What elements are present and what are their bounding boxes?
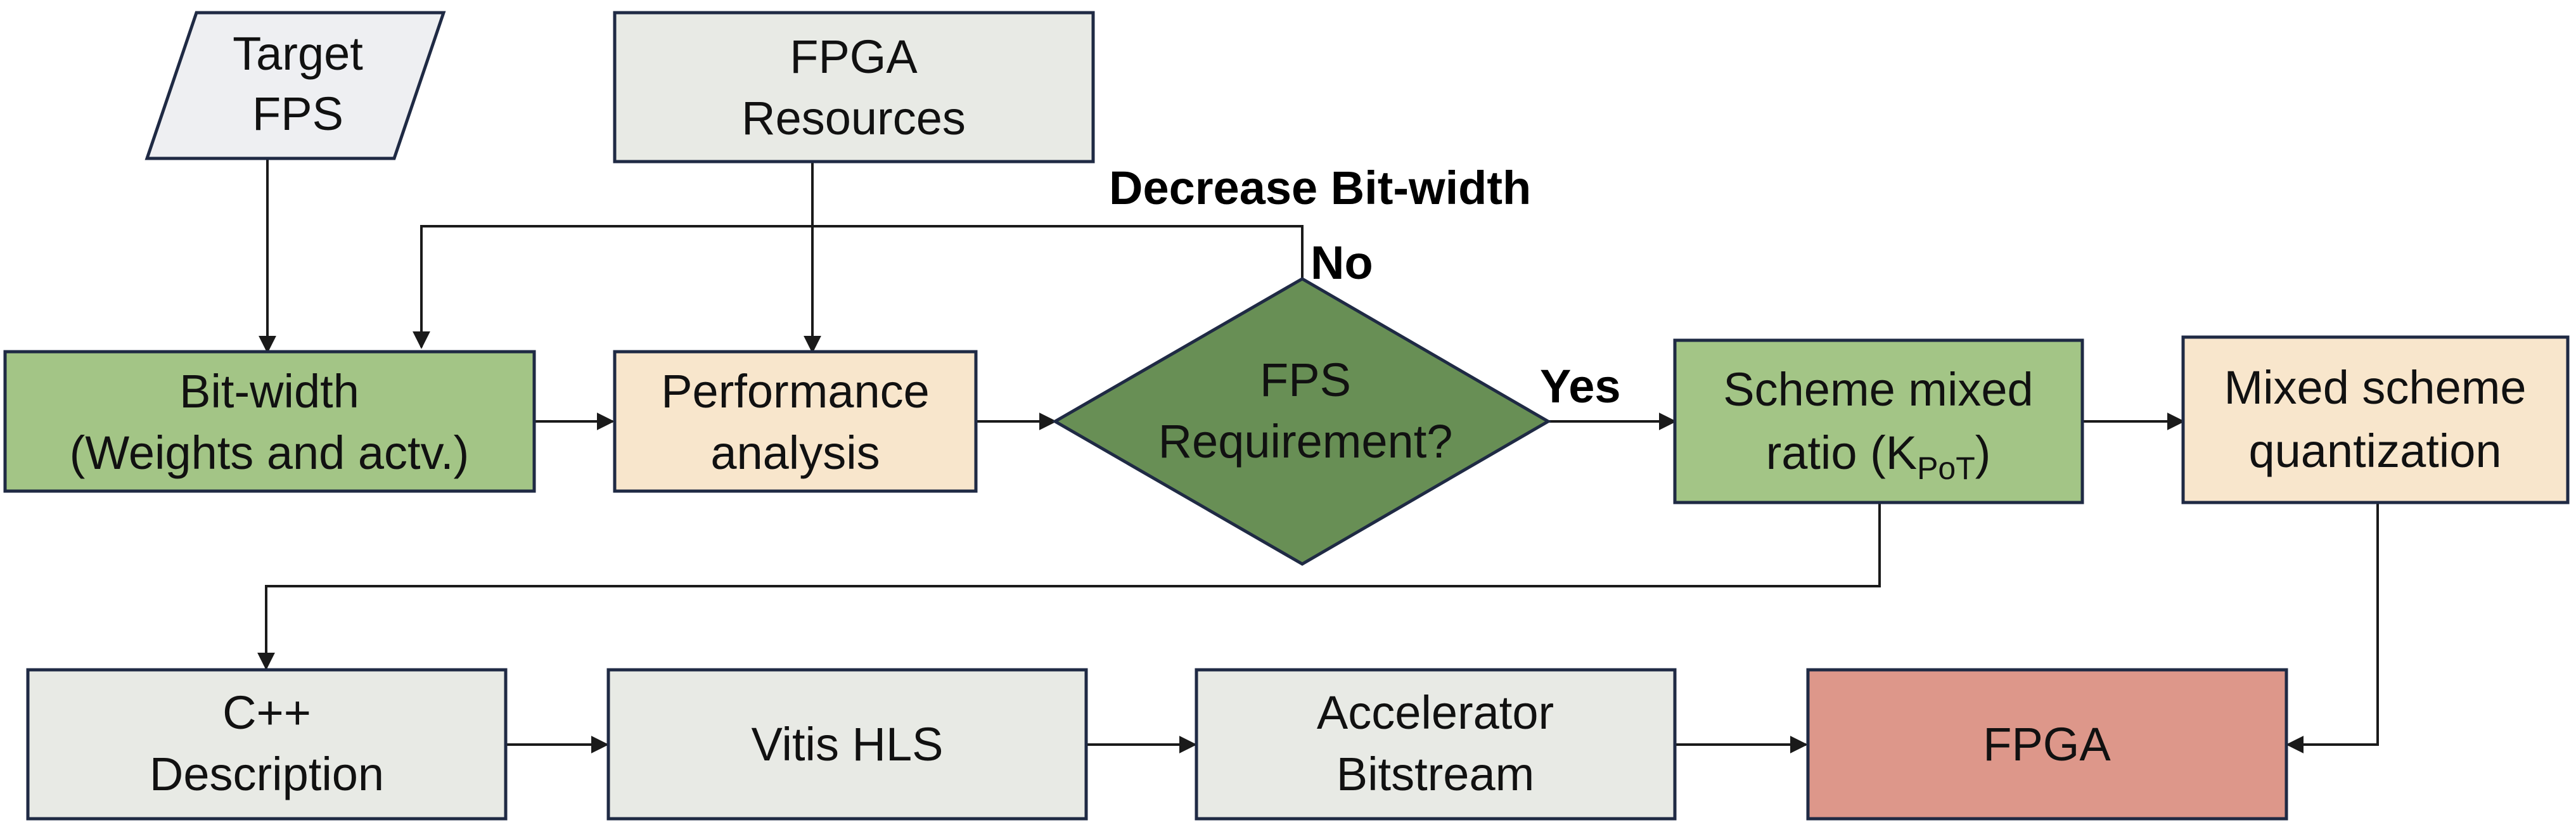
decision-label-1: FPS <box>1260 354 1351 406</box>
no-label: No <box>1310 236 1373 289</box>
yes-label: Yes <box>1540 360 1621 413</box>
bitstream-shape <box>1195 668 1677 821</box>
cpp-node: C++ Description <box>26 668 508 821</box>
decision-label-2: Requirement? <box>1158 415 1453 468</box>
bitstream-node: Accelerator Bitstream <box>1195 668 1677 821</box>
edge-decrease-loop <box>413 225 1304 349</box>
scheme-ratio-shape <box>1673 338 2084 504</box>
vitis-label: Vitis HLS <box>752 718 944 771</box>
scheme-ratio-subscript: PoT <box>1917 451 1975 486</box>
performance-shape <box>613 350 978 493</box>
edge-quant-to-fpga <box>2286 503 2379 753</box>
mixed-quant-label-2: quantization <box>2248 425 2501 477</box>
mixed-quant-label-1: Mixed scheme <box>2224 361 2526 414</box>
fpga-resources-node: FPGA Resources <box>613 11 1095 163</box>
scheme-ratio-node: Scheme mixed ratio (KPoT) <box>1673 338 2084 504</box>
target-fps-label-2: FPS <box>252 87 343 140</box>
edge-scheme-to-cpp <box>257 503 1881 670</box>
vitis-shape <box>606 668 1088 821</box>
cpp-label-1: C++ <box>222 686 311 739</box>
fpga-node: FPGA <box>1806 668 2288 821</box>
bit-width-node: Bit-width (Weights and actv.) <box>3 350 536 493</box>
target-fps-label-1: Target <box>233 27 363 80</box>
target-fps-node: Target FPS <box>144 11 446 160</box>
performance-label-1: Performance <box>661 365 930 418</box>
bitstream-label-2: Bitstream <box>1336 748 1535 800</box>
target-fps-shape <box>144 11 446 160</box>
scheme-ratio-label-2-post: ) <box>1975 426 1991 479</box>
scheme-ratio-label-2: ratio (KPoT) <box>1766 426 1991 486</box>
fpga-shape <box>1806 668 2288 821</box>
fpga-resources-label-2: Resources <box>741 92 966 144</box>
fps-requirement-decision: FPS Requirement? <box>1051 277 1551 566</box>
scheme-ratio-label-1: Scheme mixed <box>1723 363 2033 416</box>
bit-width-shape <box>3 350 536 493</box>
fpga-resources-shape <box>613 11 1095 163</box>
cpp-shape <box>26 668 508 821</box>
performance-label-2: analysis <box>710 426 880 479</box>
decision-shape <box>1051 277 1551 566</box>
mixed-quant-node: Mixed scheme quantization <box>2181 335 2570 504</box>
performance-node: Performance analysis <box>613 350 978 493</box>
decrease-bitwidth-label: Decrease Bit-width <box>1109 162 1531 214</box>
cpp-label-2: Description <box>150 748 384 800</box>
mixed-quant-shape <box>2181 335 2570 504</box>
bitstream-label-1: Accelerator <box>1317 686 1554 739</box>
fpga-label: FPGA <box>1983 718 2111 771</box>
vitis-node: Vitis HLS <box>606 668 1088 821</box>
bit-width-label-1: Bit-width <box>179 365 359 418</box>
fpga-resources-label-1: FPGA <box>790 30 918 83</box>
bit-width-label-2: (Weights and actv.) <box>70 426 470 479</box>
scheme-ratio-label-2-pre: ratio (K <box>1766 426 1918 479</box>
